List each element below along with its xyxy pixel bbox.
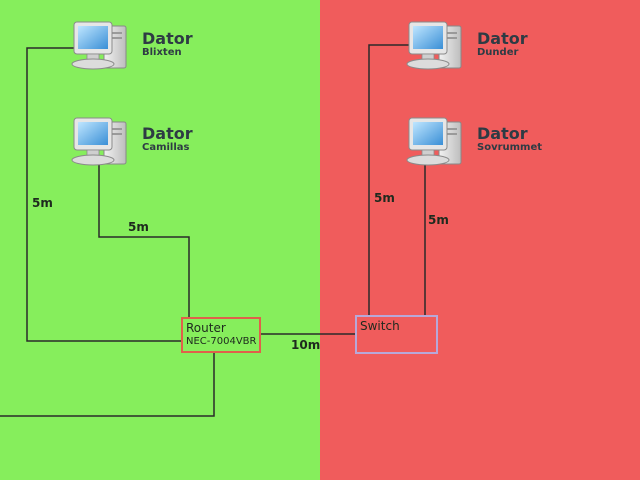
computer-name: Sovrummet — [477, 142, 543, 153]
computer-icon — [71, 21, 127, 70]
right-network-zone — [320, 0, 640, 480]
switch-node: Switch — [355, 315, 438, 354]
computer-name: Camillas — [142, 142, 190, 153]
cable-dunder — [368, 44, 415, 315]
router-label: Router — [186, 321, 226, 335]
computer-icon — [406, 21, 462, 70]
computer-title: Dator — [142, 124, 193, 143]
cable-length-label: 5m — [374, 191, 395, 205]
computer-name: Blixten — [142, 47, 182, 58]
computer-icon — [71, 117, 127, 166]
cable-length-label: 5m — [428, 213, 449, 227]
computer-title: Dator — [477, 124, 528, 143]
computer-title: Dator — [142, 29, 193, 48]
router-model: NEC-7004VBR — [186, 336, 257, 347]
cable-length-label: 10m — [291, 338, 321, 352]
cable-length-label: 5m — [32, 196, 53, 210]
switch-label: Switch — [360, 319, 400, 333]
computer-icon — [406, 117, 462, 166]
left-network-zone — [0, 0, 320, 480]
computer-name: Dunder — [477, 47, 519, 58]
cable-router-uplink — [0, 352, 215, 417]
cable-camillas — [98, 160, 190, 318]
router-node: Router NEC-7004VBR — [181, 317, 261, 353]
cable-length-label: 5m — [128, 220, 149, 234]
computer-title: Dator — [477, 29, 528, 48]
cable-blixten — [26, 47, 181, 342]
